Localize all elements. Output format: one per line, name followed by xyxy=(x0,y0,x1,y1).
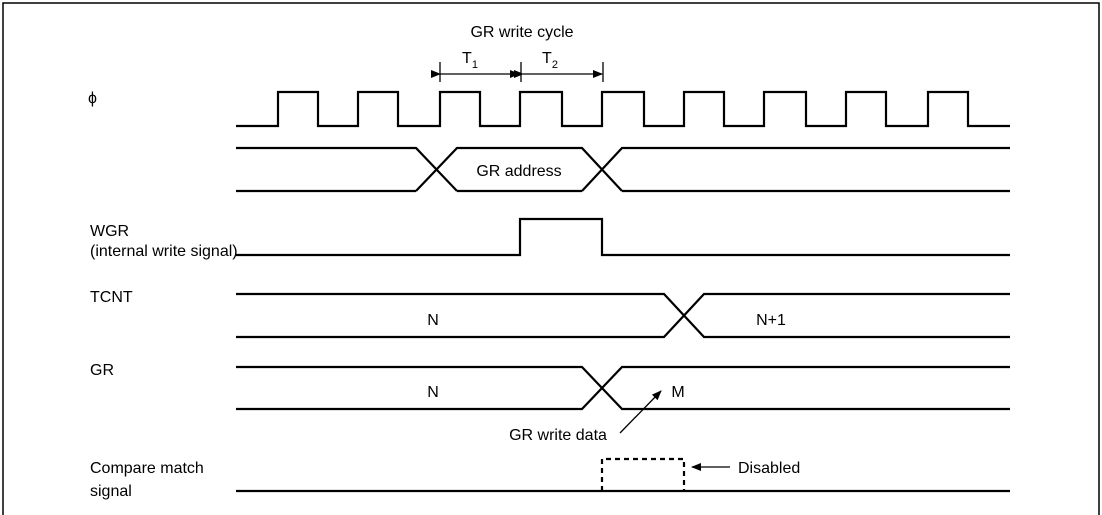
t2-label: T2 xyxy=(542,50,558,71)
t1-label: T1 xyxy=(462,50,478,71)
compare-match-label-line2: signal xyxy=(90,483,132,500)
svg-text:T2: T2 xyxy=(542,50,558,71)
disabled-label: Disabled xyxy=(738,460,800,477)
write-cycle-label: GR write cycle xyxy=(470,24,573,41)
gr-label: GR xyxy=(90,362,114,379)
tcnt-label: TCNT xyxy=(90,289,133,306)
tcnt-bus-waveform xyxy=(236,292,1010,339)
address-bus-top-line xyxy=(236,146,1010,192)
gr-address-label: GR address xyxy=(476,163,561,180)
gr-write-data-label: GR write data xyxy=(509,427,607,444)
gr-bus-waveform xyxy=(236,365,1010,411)
compare-match-label: Compare match xyxy=(90,460,204,477)
tcnt-value-before: N xyxy=(427,312,439,329)
tcnt-value-after: N+1 xyxy=(756,312,786,329)
gr-value-before: N xyxy=(427,384,439,401)
wgr-label: WGR xyxy=(90,223,129,240)
phi-clock-waveform xyxy=(236,90,1010,128)
phi-signal-label: ϕ xyxy=(88,90,97,107)
gr-value-after: M xyxy=(671,384,684,401)
wgr-description: (internal write signal) xyxy=(90,243,238,260)
svg-text:T1: T1 xyxy=(462,50,478,71)
wgr-waveform xyxy=(236,217,1010,257)
gr-write-data-arrow xyxy=(619,390,662,434)
disabled-pulse-outline xyxy=(600,457,686,491)
